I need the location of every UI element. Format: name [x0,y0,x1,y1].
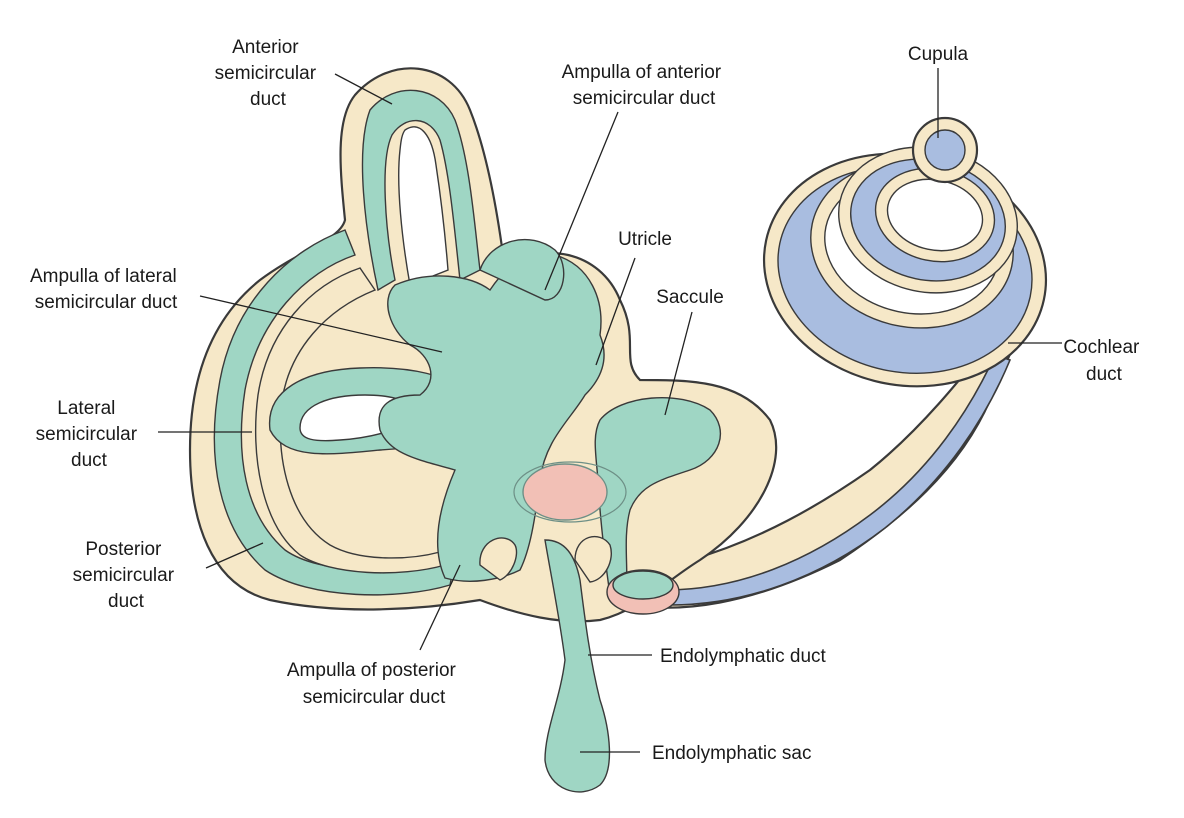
leader-lines [158,68,1062,753]
label-utricle: Utricle [618,229,672,250]
leader-utricle [595,257,636,366]
label-posterior-semicircular-duct: Posterior semicircular duct [73,539,180,612]
labels: Anterior semicircular duct Ampulla of an… [30,37,1144,764]
label-saccule: Saccule [656,287,724,308]
leader-saccule [664,311,693,416]
label-cupula: Cupula [908,44,969,65]
label-anterior-semicircular-duct: Anterior semicircular duct [215,37,322,110]
label-ampulla-anterior: Ampulla of anterior semicircular duct [562,62,727,109]
leader-ampulla-anterior [544,111,619,291]
label-ampulla-posterior: Ampulla of posterior semicircular duct [287,660,461,708]
cochlear-base-cap-duct [612,570,674,600]
cochlea [598,116,1048,609]
leader-anterior [334,73,393,105]
endolymphatic-duct-sac [544,539,611,793]
label-endolymphatic-duct: Endolymphatic duct [660,646,827,667]
label-cochlear-duct: Cochlear duct [1063,337,1144,385]
cupula-duct [924,129,966,171]
cochlear-duct-stripe [663,354,1012,606]
leader-posterior [205,542,264,569]
label-lateral-semicircular-duct: Lateral semicircular duct [36,398,143,471]
label-endolymphatic-sac: Endolymphatic sac [652,743,811,764]
macula-ring [513,461,627,523]
macula-saccule [522,463,608,521]
vestibular-labyrinth [188,67,778,793]
label-ampulla-lateral: Ampulla of lateral semicircular duct [30,266,182,313]
leader-ampulla-lateral [199,295,443,353]
posterior-canal-inner [254,267,446,574]
leader-ampulla-posterior [419,564,461,651]
ampulla-posterior-bumps [479,535,612,583]
anterior-canal-duct [361,89,481,292]
ampulla-anterior [479,238,565,301]
